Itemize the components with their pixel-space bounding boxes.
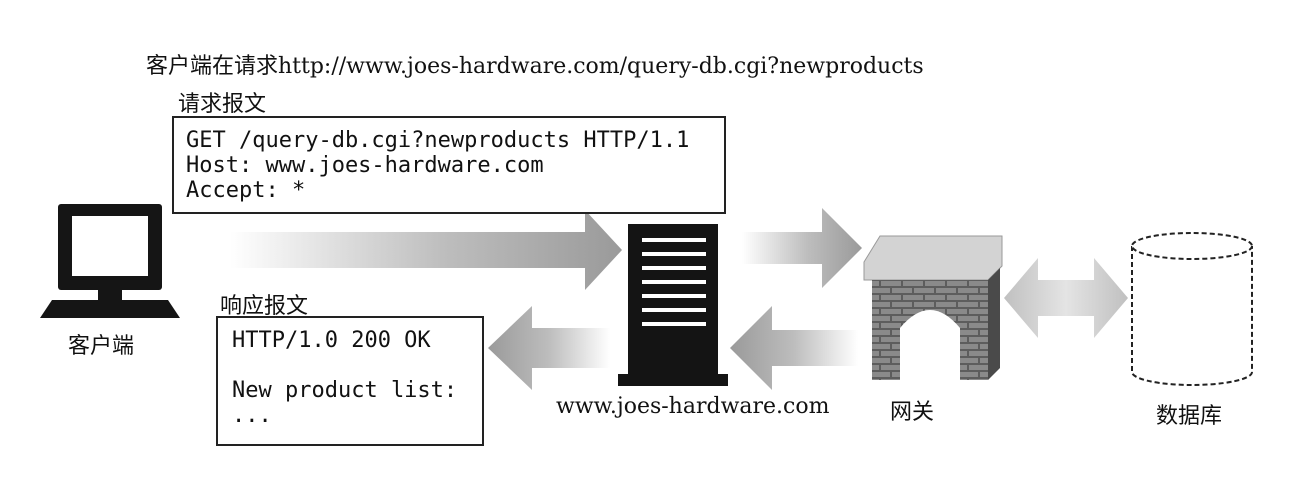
request-accept-header: Accept: * [186,178,306,203]
gateway-database-double-arrow [1004,258,1128,338]
server-tower-icon [618,224,728,386]
server-label: www.joes-hardware.com [556,394,830,419]
gateway-label: 网关 [890,400,935,425]
response-body-ellipsis: ... [232,403,272,428]
request-host-header: Host: www.joes-hardware.com [186,153,544,178]
response-arrow [488,306,610,390]
response-message-title: 响应报文 [220,294,309,319]
request-message-title: 请求报文 [178,92,267,117]
database-label: 数据库 [1156,404,1223,429]
request-arrow [230,210,622,290]
server-to-gateway-arrow [742,208,862,288]
request-message-box: GET /query-db.cgi?newproducts HTTP/1.1 H… [172,116,726,214]
response-status-line: HTTP/1.0 200 OK [232,328,431,353]
gateway-to-server-arrow [730,306,858,390]
response-body-line: New product list: [232,378,458,403]
brick-gateway-icon [863,235,1003,380]
response-message-box: HTTP/1.0 200 OK New product list: ... [216,316,484,446]
diagram-caption: 客户端在请求http://www.joes-hardware.com/query… [146,54,924,79]
computer-monitor-icon [40,204,180,318]
client-label: 客户端 [68,334,135,359]
request-line: GET /query-db.cgi?newproducts HTTP/1.1 [186,128,690,153]
database-cylinder-icon [1131,232,1253,386]
